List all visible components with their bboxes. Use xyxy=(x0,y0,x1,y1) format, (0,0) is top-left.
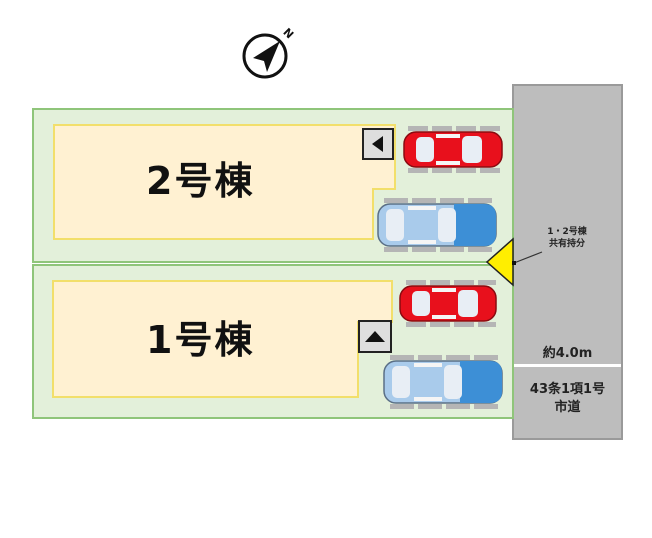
shared-access-label-2: 共有持分 xyxy=(548,239,585,249)
road-type-label-1: 43条1項1号 xyxy=(529,382,606,397)
shared-access-label-1: 1・2号棟 xyxy=(547,227,587,237)
road-type-label-2: 市道 xyxy=(554,400,581,415)
north-arrow-icon: N xyxy=(242,26,296,79)
parking-space-lot-1-blue xyxy=(383,355,503,409)
car-blue-icon xyxy=(383,360,503,404)
triangle-up-icon xyxy=(365,330,385,342)
house-1-label: 1号棟 xyxy=(146,318,255,362)
car-red-icon xyxy=(403,131,503,168)
car-red-icon xyxy=(399,285,497,322)
house-2-footprint xyxy=(53,124,396,240)
house-2-label: 2号棟 xyxy=(146,159,255,203)
svg-text:N: N xyxy=(280,26,296,42)
yellow-triangle-icon xyxy=(485,237,514,287)
road-divider xyxy=(514,364,621,367)
road xyxy=(512,84,623,440)
shared-access-marker xyxy=(485,237,543,287)
triangle-left-icon xyxy=(372,136,383,152)
parking-space-lot-1-red xyxy=(399,280,497,327)
parking-space-lot-2-blue xyxy=(377,198,497,252)
entrance-arrow-lot-2 xyxy=(362,128,394,160)
parking-space-lot-2-red xyxy=(403,126,503,173)
entrance-arrow-lot-1 xyxy=(358,320,392,353)
compass: N xyxy=(238,20,298,82)
car-blue-icon xyxy=(377,203,497,247)
road-width-label: 約4.0m xyxy=(542,346,593,361)
